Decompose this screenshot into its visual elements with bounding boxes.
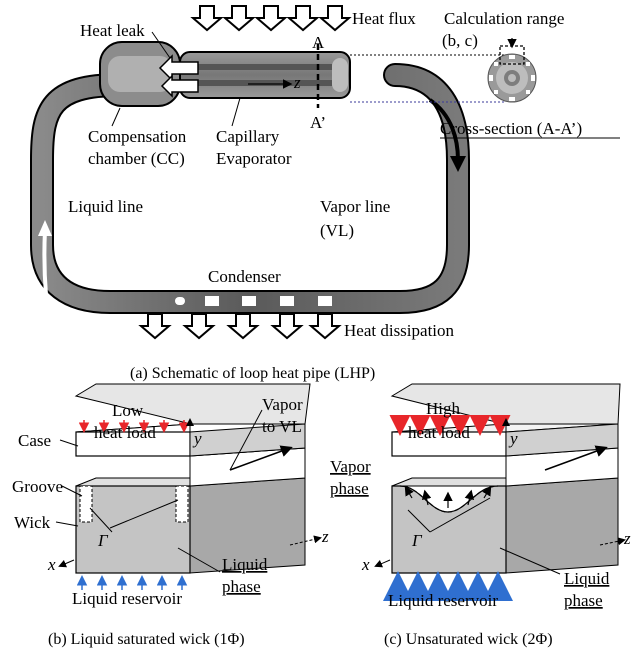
wick-front-face: [75, 485, 191, 574]
low-load-label-line2: heat load: [94, 423, 156, 442]
caption-c: (c) Unsaturated wick (2Φ): [384, 631, 553, 648]
z-axis-label-c: z: [623, 529, 631, 548]
heat-flux-arrows: [190, 5, 352, 32]
gamma-label-b: Γ: [97, 531, 109, 550]
reservoir-arrows-b: [76, 575, 188, 590]
liquid-phase-label-b-line1: Liquid: [222, 555, 268, 574]
capillary-evaporator: [179, 51, 351, 99]
vapor-to-vl-label-line1: Vapor: [262, 395, 303, 414]
y-axis-label-b: y: [192, 429, 202, 448]
low-heat-arrows: [78, 420, 190, 433]
x-axis-label-c: x: [361, 555, 370, 574]
cross-section-label: Cross-section (A-A’): [440, 119, 582, 138]
condenser-fins: [175, 296, 332, 306]
caption-a: (a) Schematic of loop heat pipe (LHP): [130, 365, 375, 382]
calc-range-label: Calculation range: [444, 9, 564, 28]
vapor-to-vl-label-line2: to VL: [262, 417, 302, 436]
liquid-line-label: Liquid line: [68, 197, 143, 216]
cross-section-diagram: [487, 38, 537, 103]
vapor-escape-arrows: [404, 485, 492, 508]
liquid-phase-label-b-line2: phase: [222, 577, 261, 596]
heat-dissipation-arrows: [138, 313, 342, 340]
low-load-label-line1: Low: [112, 401, 144, 420]
z-axis-label-b: z: [321, 527, 329, 546]
reservoir-arrows-c: [383, 571, 513, 601]
caption-b: (b) Liquid saturated wick (1Φ): [48, 631, 245, 648]
liquid-phase-label-c-line2: phase: [564, 591, 603, 610]
vapor-line-label-line1: Vapor line: [320, 197, 390, 216]
x-axis-label-b: x: [47, 555, 56, 574]
vapor-flow-arrow: [428, 98, 460, 161]
panel-c: High heat load Vapor phase x y z Γ Liqui…: [330, 383, 631, 648]
heat-flux-label: Heat flux: [352, 9, 416, 28]
vapor-phase-label-line2: phase: [330, 479, 369, 498]
section-a-label: A: [312, 33, 325, 52]
cc-label-line1: Compensation: [88, 127, 187, 146]
case-label: Case: [18, 431, 51, 450]
wick-label: Wick: [14, 513, 51, 532]
liquid-phase-label-c-line1: Liquid: [564, 569, 610, 588]
heat-leak-label: Heat leak: [80, 21, 145, 40]
vapor-phase-label-line1: Vapor: [330, 457, 371, 476]
y-axis-label-c: y: [508, 429, 518, 448]
evaporator-label-line2: Evaporator: [216, 149, 292, 168]
liquid-flow-arrow: [42, 229, 48, 296]
gamma-label-c: Γ: [411, 531, 423, 550]
high-heat-arrows: [389, 415, 511, 436]
panel-b: Low heat load Case Groove Wick x y z Γ V…: [12, 383, 329, 648]
reservoir-label-b: Liquid reservoir: [72, 589, 182, 608]
high-load-label-line2: heat load: [408, 423, 470, 442]
cc-label-line2: chamber (CC): [88, 149, 185, 168]
vapor-line-label-line2: (VL): [320, 221, 354, 240]
condenser-label: Condenser: [208, 267, 281, 286]
calc-range-sub-label: (b, c): [442, 31, 478, 50]
reservoir-label-c: Liquid reservoir: [388, 591, 498, 610]
groove-label: Groove: [12, 477, 63, 496]
z-axis-label: z: [293, 73, 301, 92]
heat-dissipation-label: Heat dissipation: [344, 321, 455, 340]
section-a-prime-label: A’: [310, 113, 326, 132]
panel-a: Heat leak Heat flux Calculation range (b…: [30, 5, 620, 382]
heat-leak-arrows: [158, 54, 199, 98]
evaporator-label-line1: Capillary: [216, 127, 280, 146]
high-load-label-line1: High: [426, 399, 461, 418]
